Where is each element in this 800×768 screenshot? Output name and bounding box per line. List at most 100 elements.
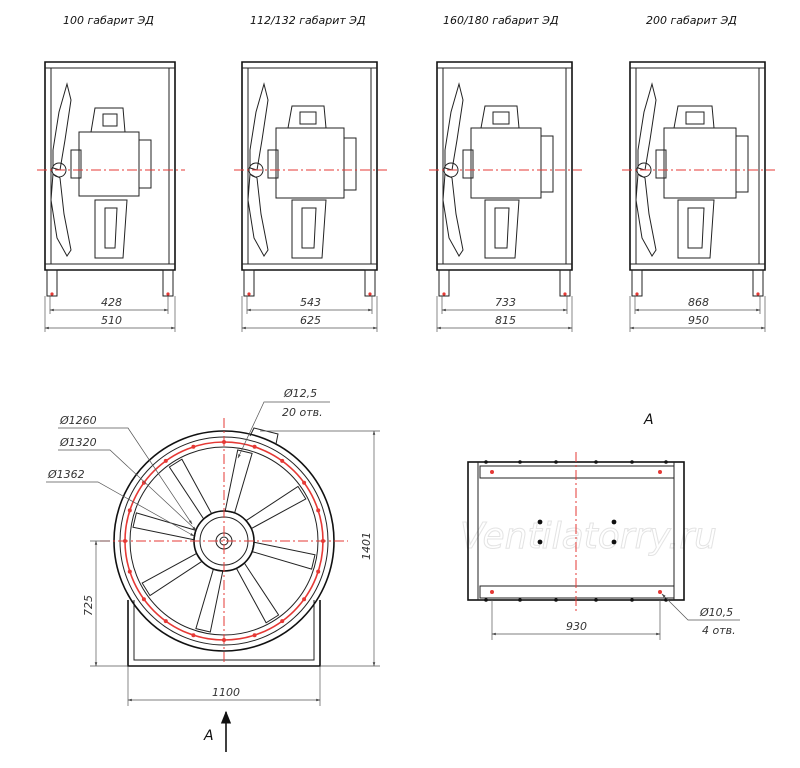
dimension-inner: 868 (634, 296, 761, 314)
impeller-blade (251, 541, 316, 570)
impeller-blade (141, 552, 203, 597)
flange-hole (664, 598, 668, 602)
motor (267, 105, 357, 259)
bolt-hole (252, 444, 257, 449)
dimension-inner-value: 543 (300, 296, 321, 309)
dimension-outer: 815 (436, 296, 573, 332)
d1260-label: Ø1260 (59, 414, 97, 427)
front-view: Ø1260 Ø1320 Ø1362 Ø12,5 20 отв. 1401 725 (46, 387, 380, 752)
dimension-outer: 510 (44, 296, 176, 332)
dimension-930: 930 (491, 600, 661, 640)
bolt-hole (163, 619, 168, 624)
motor (655, 105, 749, 259)
bolt-hole (302, 480, 307, 485)
dimension-inner: 733 (441, 296, 568, 314)
height-value: 1401 (360, 532, 373, 560)
hole-count-label: 20 отв. (282, 406, 323, 419)
dimension-outer-value: 815 (495, 314, 516, 327)
bolt-hole (252, 633, 257, 638)
bolt-hole (141, 480, 146, 485)
bolt-hole (316, 508, 321, 513)
motor (70, 107, 152, 259)
support-legs (438, 269, 571, 297)
leader-d1260: Ø1260 (58, 414, 193, 525)
leader-d1362: Ø1362 (46, 468, 195, 537)
side-view-4: 200 габарит ЭД 868 (622, 14, 775, 332)
variant-title: 112/132 габарит ЭД (250, 14, 366, 27)
impeller-blade (235, 562, 280, 624)
flange-hole (664, 460, 668, 464)
bolt-hole (127, 508, 132, 513)
flange-hole (630, 598, 634, 602)
view-a-holes (484, 460, 668, 602)
flange-hole (484, 460, 488, 464)
dimension-outer-value: 950 (688, 314, 709, 327)
motor (462, 105, 554, 259)
leader-d1320: Ø1320 (58, 436, 197, 531)
dimension-outer: 625 (241, 296, 378, 332)
dimension-inner-value: 733 (495, 296, 516, 309)
view-a-mount-holes (490, 470, 662, 594)
bolt-hole (163, 458, 168, 463)
center-height-value: 725 (82, 595, 95, 616)
leader-d10-5: Ø10,5 4 отв. (661, 593, 740, 637)
impeller-blade (245, 485, 307, 530)
side-view-1: 100 габарит ЭД 428 (37, 14, 185, 332)
impeller-blade (132, 512, 197, 541)
bolt-hole (280, 458, 285, 463)
view-a-width-value: 930 (566, 620, 587, 633)
watermark: Ventilatorry.ru (460, 516, 717, 557)
hole-diameter-label: Ø12,5 (283, 387, 317, 400)
bolt-hole (191, 633, 196, 638)
dimension-inner: 428 (49, 296, 169, 314)
flange-hole (518, 598, 522, 602)
bolt-hole (141, 597, 146, 602)
flange-hole (554, 460, 558, 464)
view-a: A 930 Ø10,5 4 о (467, 412, 740, 640)
housing (629, 61, 766, 271)
impeller-blade (195, 568, 224, 633)
support-legs (631, 269, 764, 297)
variant-title: 160/180 габарит ЭД (443, 14, 559, 27)
flange-hole (594, 460, 598, 464)
impeller-blade (168, 458, 213, 520)
bolt-hole (127, 569, 132, 574)
dimension-center-height: 725 (82, 540, 128, 667)
flange-hole (554, 598, 558, 602)
flange-hole (518, 460, 522, 464)
flange-hole (630, 460, 634, 464)
fan-blade (247, 82, 269, 257)
d1320-label: Ø1320 (59, 436, 97, 449)
flange-hole (594, 598, 598, 602)
dimension-outer-value: 510 (101, 314, 122, 327)
bolt-hole (302, 597, 307, 602)
side-view-2: 112/132 габарит ЭД 543 (234, 14, 387, 332)
impeller-blade (224, 449, 253, 514)
support-legs (46, 269, 174, 297)
width-value: 1100 (212, 686, 240, 699)
view-arrow-label: A (203, 728, 214, 744)
housing (44, 61, 176, 271)
bolt-hole (191, 444, 196, 449)
view-direction-arrow: A (203, 710, 232, 752)
leader-hole: Ø12,5 20 отв. (237, 387, 330, 459)
dimension-outer: 950 (629, 296, 766, 332)
dimension-inner: 543 (246, 296, 373, 314)
view-a-hole-diameter: Ø10,5 (699, 606, 733, 619)
variant-title: 100 габарит ЭД (63, 14, 154, 27)
flange-hole (484, 598, 488, 602)
dimension-inner-value: 868 (688, 296, 709, 309)
variant-title: 200 габарит ЭД (646, 14, 737, 27)
side-view-3: 160/180 габарит ЭД 733 (429, 14, 582, 332)
dimension-outer-value: 625 (300, 314, 321, 327)
housing (241, 61, 378, 271)
dimension-height: 1401 (260, 430, 380, 667)
support-legs (243, 269, 376, 297)
bolt-hole (280, 619, 285, 624)
dimension-width: 1100 (127, 666, 321, 706)
view-a-hole-count: 4 отв. (702, 624, 736, 637)
view-a-motor-holes (537, 519, 617, 545)
bolt-hole (316, 569, 321, 574)
housing (436, 61, 573, 271)
